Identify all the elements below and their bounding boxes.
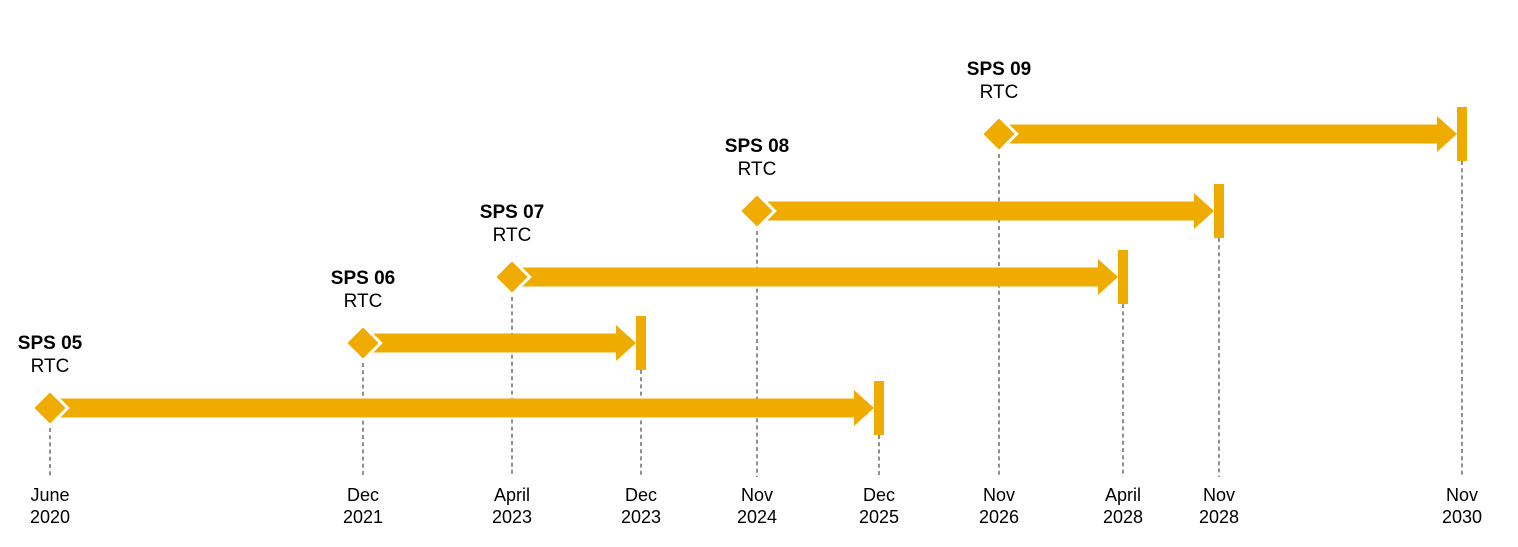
- tick-year-label-end: 2028: [1103, 507, 1143, 527]
- end-cap-bar: [1214, 184, 1224, 238]
- milestone-diamond-icon: [30, 388, 70, 428]
- tick-month-label-end: April: [1105, 485, 1141, 505]
- end-cap-bar: [636, 316, 646, 370]
- timeline-arrow-shaft: [512, 267, 1098, 287]
- tick-month-label-start: June: [30, 485, 69, 505]
- milestone-diamond-icon: [737, 191, 777, 231]
- row-sublabel: RTC: [493, 225, 532, 246]
- timeline-arrow-shaft: [50, 398, 854, 418]
- timeline-arrow-shaft: [757, 201, 1194, 221]
- tick-dash-layer: [49, 154, 1463, 477]
- arrowhead-icon: [854, 390, 874, 426]
- tick-year-label-start: 2024: [737, 507, 777, 527]
- tick-year-label-start: 2026: [979, 507, 1019, 527]
- row-sublabel: RTC: [738, 159, 777, 180]
- timeline-arrow-shaft: [999, 124, 1437, 144]
- end-cap-bar: [874, 381, 884, 435]
- row-sublabel: RTC: [980, 82, 1019, 103]
- tick-month-label-start: April: [494, 485, 530, 505]
- tick-month-label-end: Nov: [1203, 485, 1235, 505]
- tick-month-label-end: Nov: [1446, 485, 1478, 505]
- milestone-diamond-icon: [979, 114, 1019, 154]
- tick-year-label-end: 2023: [621, 507, 661, 527]
- row-label: SPS 05: [18, 333, 83, 354]
- arrowhead-icon: [1194, 193, 1214, 229]
- row-sublabel: RTC: [31, 356, 70, 377]
- arrowhead-icon: [616, 325, 636, 361]
- tick-year-label-end: 2030: [1442, 507, 1482, 527]
- milestone-diamond-icon: [492, 257, 532, 297]
- arrow-layer: [30, 107, 1467, 435]
- tick-year-label-end: 2025: [859, 507, 899, 527]
- tick-year-label-start: 2020: [30, 507, 70, 527]
- row-label: SPS 06: [331, 268, 395, 289]
- tick-month-label-end: Dec: [625, 485, 657, 505]
- end-cap-bar: [1457, 107, 1467, 161]
- tick-year-label-end: 2028: [1199, 507, 1239, 527]
- timeline-arrow-shaft: [363, 333, 616, 353]
- tick-month-label-start: Nov: [983, 485, 1015, 505]
- row-sublabel: RTC: [344, 291, 383, 312]
- arrowhead-icon: [1098, 259, 1118, 295]
- tick-year-label-start: 2021: [343, 507, 383, 527]
- row-label: SPS 08: [725, 136, 789, 157]
- row-label: SPS 07: [480, 202, 544, 223]
- milestone-diamond-icon: [343, 323, 383, 363]
- end-cap-bar: [1118, 250, 1128, 304]
- tick-year-label-start: 2023: [492, 507, 532, 527]
- tick-month-label-start: Nov: [741, 485, 773, 505]
- row-label: SPS 09: [967, 59, 1031, 80]
- arrowhead-icon: [1437, 116, 1457, 152]
- tick-month-label-end: Dec: [863, 485, 895, 505]
- tick-month-label-start: Dec: [347, 485, 379, 505]
